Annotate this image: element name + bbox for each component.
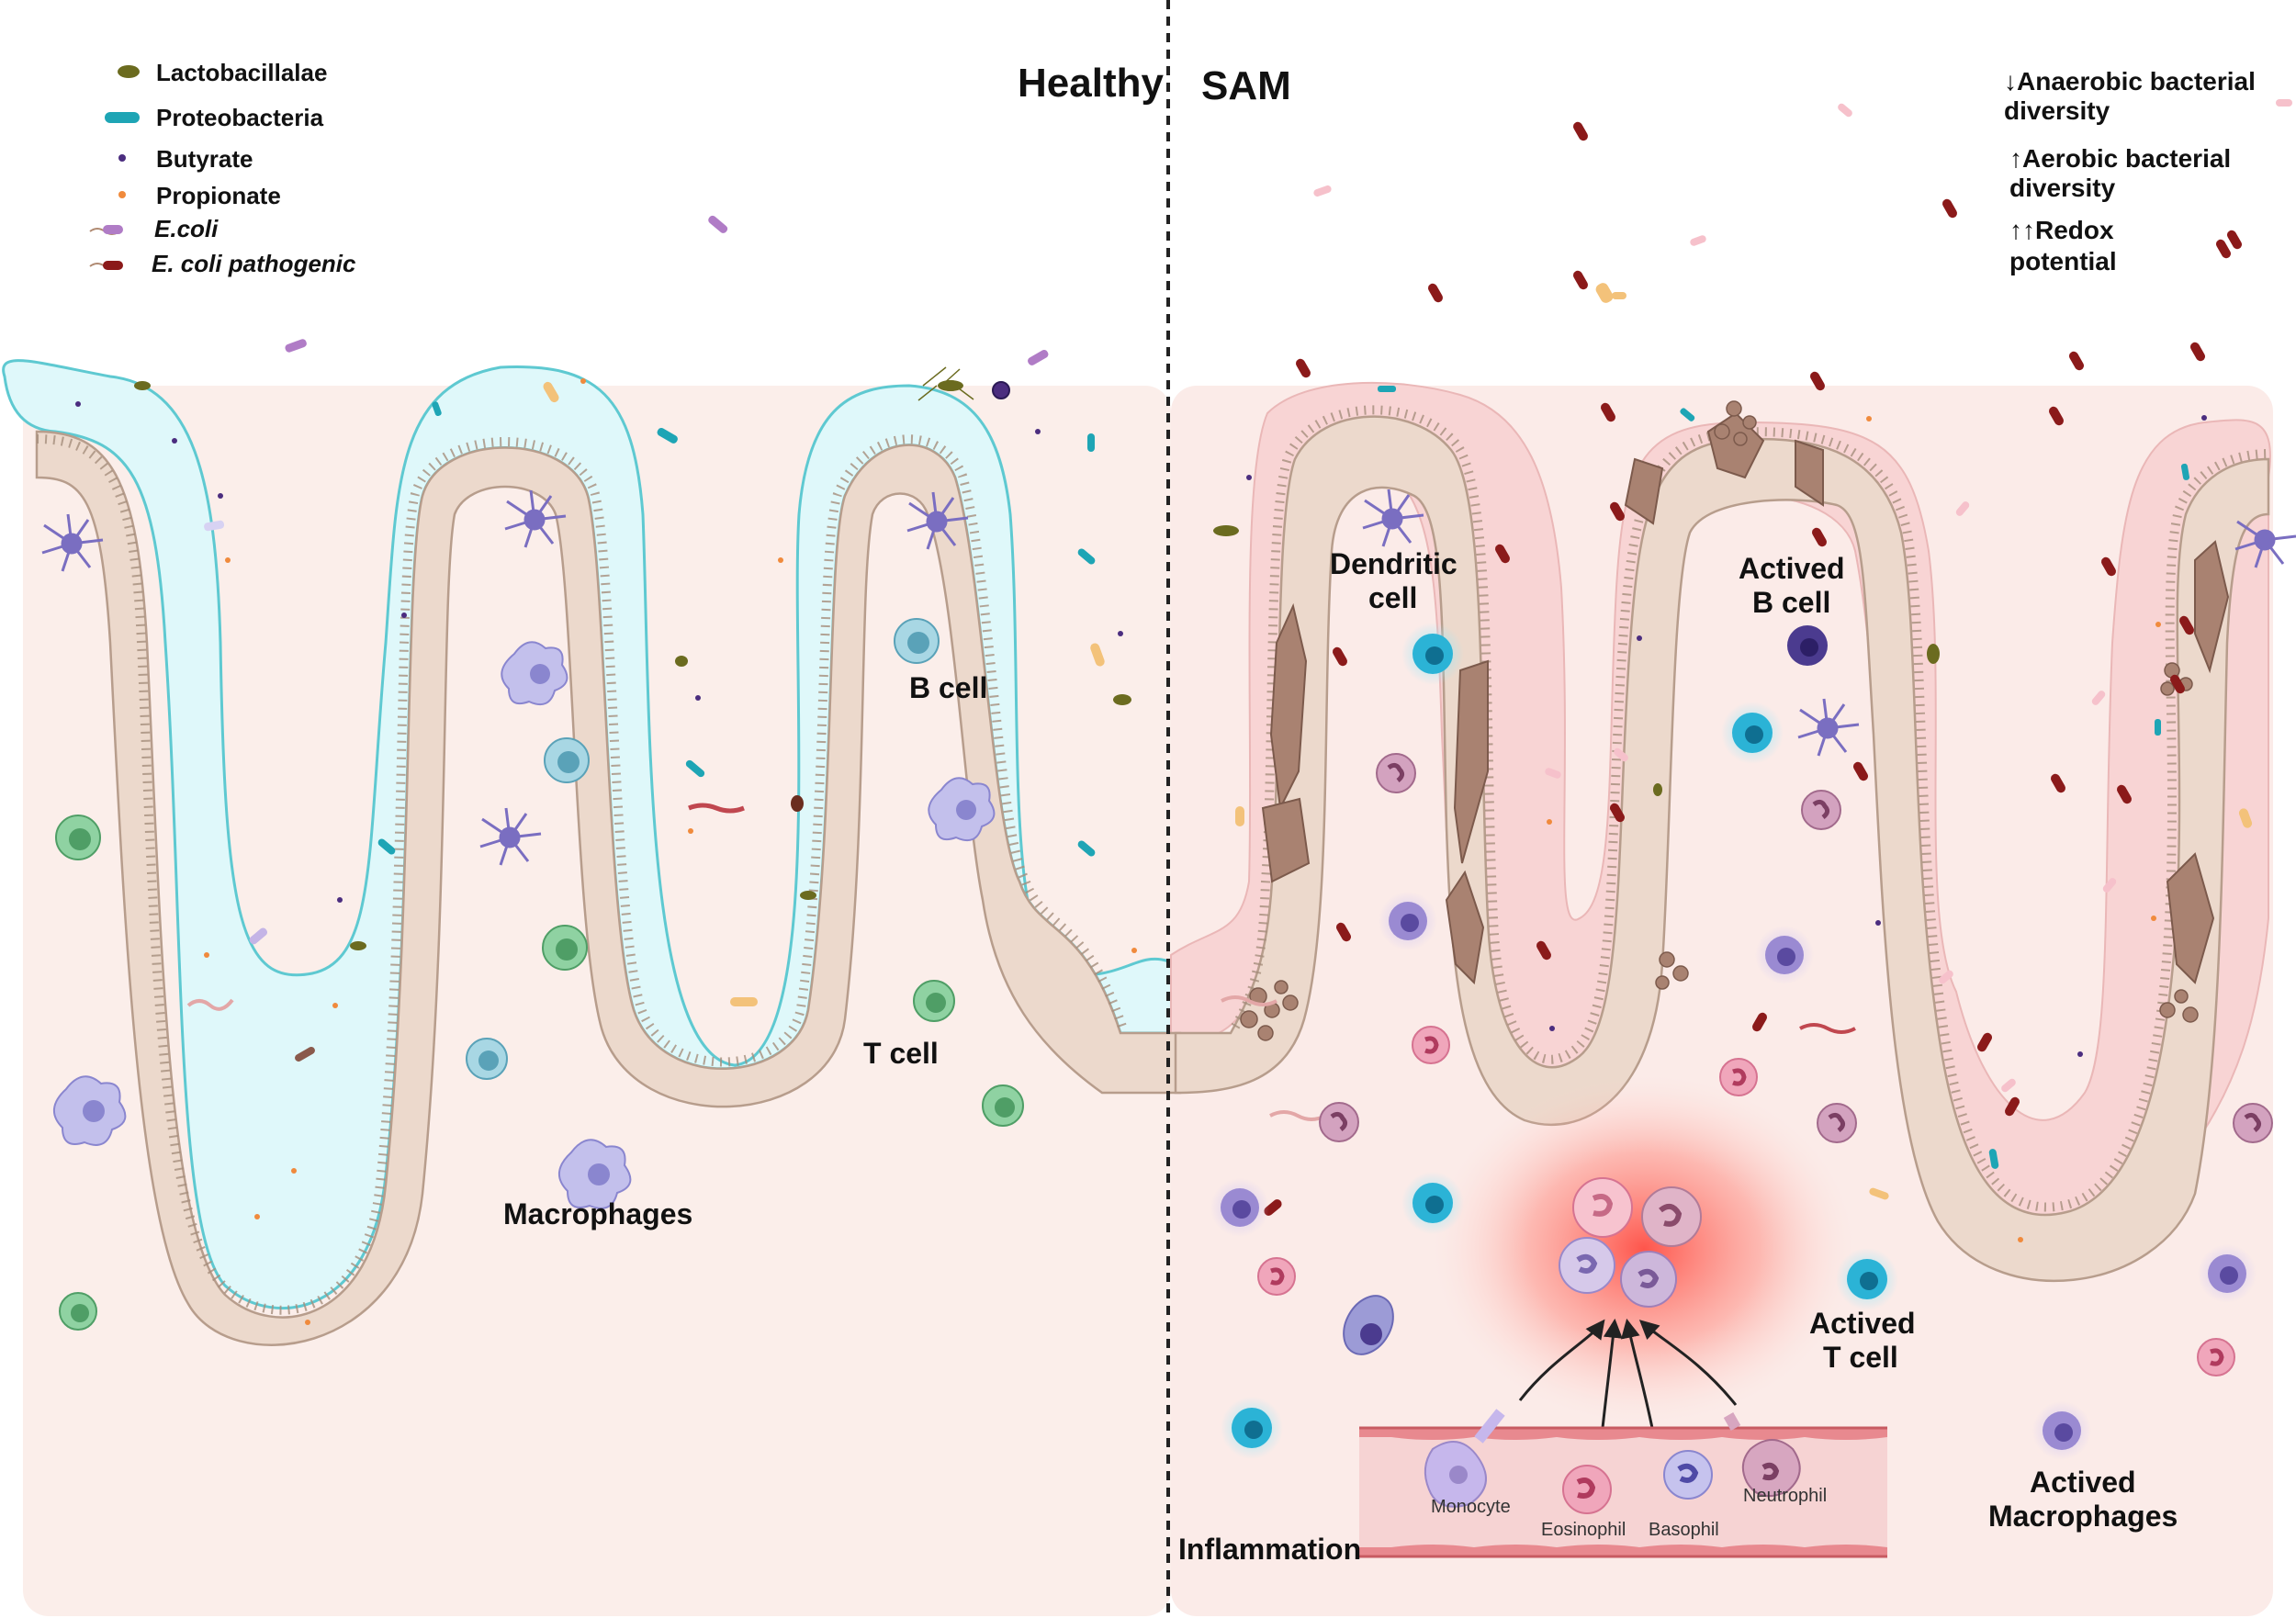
eosinophil-icon: [1719, 1058, 1758, 1096]
basophil-vessel-icon: [1663, 1450, 1713, 1500]
dendritic-cell-icon: [906, 491, 969, 550]
label-dendritic-line1: Dendritic: [1330, 547, 1458, 580]
eosinophil-vessel-icon: [1562, 1465, 1612, 1514]
dendritic-cell-icon: [1797, 698, 1860, 757]
activated-t-cell-icon: [1836, 1248, 1898, 1310]
damaged-epithelial-cells: [1261, 411, 2230, 985]
label-basophil: Basophil: [1649, 1520, 1719, 1540]
b-cell-icon: [894, 618, 940, 664]
label-activated-b-line2: B cell: [1752, 586, 1830, 619]
macrophage-icon: [501, 641, 568, 705]
label-eosinophil: Eosinophil: [1541, 1520, 1626, 1540]
label-activated-macrophages-line2: Macrophages: [1988, 1500, 2178, 1533]
label-activated-t-line1: Actived: [1809, 1307, 1916, 1340]
healthy-panel-title: Healthy: [1018, 61, 1164, 106]
legend-propionate: Propionate: [156, 182, 281, 209]
butyrate-dot-icon: [118, 154, 126, 162]
legend: Lactobacillalae Proteobacteria Butyrate …: [89, 59, 356, 277]
propionate-dot-icon: [118, 191, 126, 198]
activated-macrophage-icon: [2032, 1401, 2091, 1460]
neutrophil-icon: [1376, 753, 1416, 793]
activated-macrophage-icon: [1755, 926, 1814, 984]
label-inflammation: Inflammation: [1178, 1533, 1361, 1566]
healthy-immune-cells: [41, 489, 1024, 1331]
dendritic-cell-icon: [41, 513, 104, 572]
sam-notes: ↓Anaerobic bacterial diversity ↑Aerobic …: [2004, 67, 2256, 275]
ecoli-pathogenic-icon: [89, 261, 123, 270]
label-activated-b-line1: Actived: [1739, 552, 1845, 585]
ecoli-icon: [89, 225, 123, 235]
sam-other-microbes: [1213, 99, 2292, 1242]
eosinophil-icon: [1257, 1257, 1296, 1296]
recruitment-arrows: [1518, 1318, 1738, 1433]
label-t-cell: T cell: [863, 1037, 939, 1070]
activated-macrophage-icon: [1379, 892, 1437, 950]
healthy-brush-border: [36, 434, 1127, 1315]
label-monocyte: Monocyte: [1431, 1497, 1511, 1517]
healthy-ecoli-flagellated: [917, 366, 974, 401]
macrophage-icon: [53, 1075, 127, 1146]
label-b-cell: B cell: [909, 671, 987, 704]
proteobacteria-icon: [105, 112, 140, 123]
mast-cell-icon: [1343, 1295, 1394, 1355]
neutrophil-vessel-icon: [1723, 1412, 1801, 1498]
t-cell-icon: [913, 980, 955, 1022]
macrophage-icon: [928, 777, 996, 841]
inflammation-glow: [1433, 1074, 1855, 1423]
inflammation-cluster: [1559, 1177, 1702, 1308]
dendritic-cell-icon: [504, 489, 567, 548]
activated-t-cell-icon: [1401, 1172, 1464, 1234]
healthy-epithelium: [35, 430, 1182, 1346]
lactobacillales-icon: [118, 65, 140, 78]
sam-immune-cells: [1210, 489, 2296, 1460]
eosinophil-icon: [2197, 1338, 2235, 1376]
macrophage-icon: [558, 1139, 632, 1209]
neutrophil-icon: [1817, 1103, 1857, 1143]
dendritic-cell-icon: [2234, 520, 2296, 568]
label-activated-macrophages-line1: Actived: [2030, 1466, 2136, 1499]
blood-vessel: [1359, 1409, 1887, 1558]
note-anaerobic-line2: diversity: [2004, 96, 2110, 125]
t-cell-icon: [55, 815, 101, 860]
label-macrophages: Macrophages: [503, 1197, 692, 1230]
t-cell-icon: [542, 925, 588, 971]
neutrophil-icon: [1801, 790, 1841, 830]
activated-b-cell-icon: [1787, 625, 1828, 666]
label-neutrophil: Neutrophil: [1743, 1486, 1827, 1506]
note-anaerobic-line1: ↓Anaerobic bacterial: [2004, 67, 2256, 96]
label-dendritic-line2: cell: [1368, 581, 1417, 614]
legend-ecoli-pathogenic: E. coli pathogenic: [152, 250, 356, 277]
eosinophil-icon: [1412, 1026, 1450, 1064]
t-cell-icon: [59, 1292, 97, 1331]
legend-lactobacillales: Lactobacillalae: [156, 59, 327, 86]
label-activated-t-line2: T cell: [1823, 1341, 1898, 1374]
sam-panel-title: SAM: [1201, 63, 1291, 108]
legend-ecoli: E.coli: [154, 215, 219, 242]
dendritic-cell-icon: [479, 807, 542, 866]
activated-macrophage-icon: [1210, 1178, 1269, 1237]
t-cell-icon: [982, 1084, 1024, 1127]
note-redox-line2: potential: [2009, 247, 2117, 275]
neutrophil-icon: [2233, 1103, 2273, 1143]
legend-proteobacteria: Proteobacteria: [156, 104, 324, 131]
note-aerobic-line1: ↑Aerobic bacterial: [2009, 144, 2231, 173]
note-redox-line1: ↑↑Redox: [2009, 216, 2114, 244]
monocyte-icon: [1424, 1409, 1505, 1508]
activated-t-cell-icon: [1721, 702, 1784, 764]
legend-butyrate: Butyrate: [156, 145, 253, 173]
activated-t-cell-icon: [1221, 1397, 1283, 1459]
b-cell-icon: [466, 1038, 508, 1080]
healthy-microbes: [75, 215, 1137, 1325]
dendritic-cell-icon: [1362, 489, 1424, 547]
activated-macrophage-icon: [2198, 1244, 2257, 1303]
activated-t-cell-icon: [1401, 623, 1464, 685]
sam-brush-border: [1231, 405, 2269, 1212]
note-aerobic-line2: diversity: [2009, 174, 2116, 202]
b-cell-icon: [544, 737, 590, 783]
neutrophil-icon: [1319, 1102, 1359, 1142]
